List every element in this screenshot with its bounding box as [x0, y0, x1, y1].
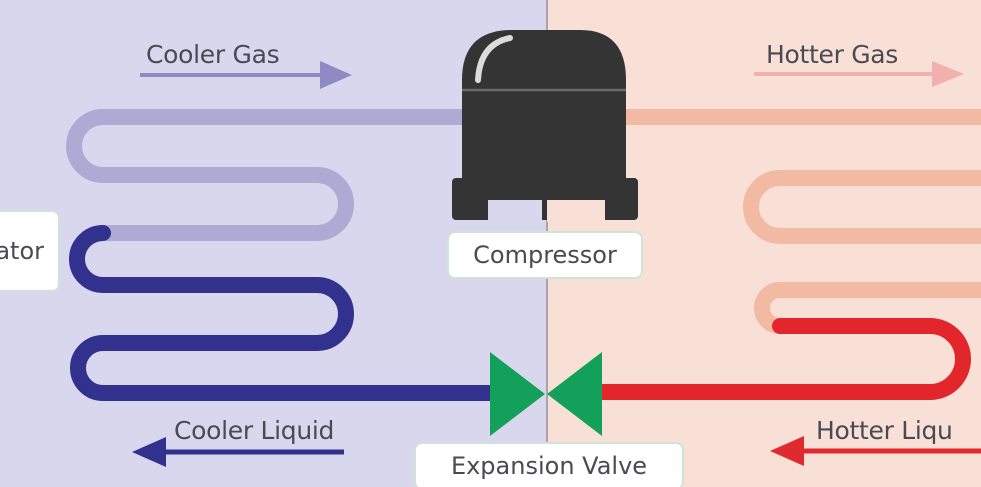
hotter-liquid-label: Hotter Liqu	[816, 416, 953, 445]
expansion-valve-label: Expansion Valve	[414, 442, 684, 487]
compressor-label: Compressor	[447, 231, 643, 279]
cooler-gas-label: Cooler Gas	[146, 40, 280, 69]
cooler-liquid-arrow	[132, 437, 344, 467]
hotter-gas-label: Hotter Gas	[766, 40, 899, 69]
cooler-gas-coil	[66, 109, 478, 241]
hotter-liquid-coil	[592, 318, 971, 400]
evaporator-label: ator	[0, 210, 60, 292]
expansion-valve-icon	[490, 352, 602, 436]
hotter-liquid-arrow	[770, 436, 981, 466]
compressor-icon	[452, 30, 638, 222]
cooler-liquid-label: Cooler Liquid	[174, 416, 335, 445]
cooler-gas-arrow	[140, 61, 352, 89]
hotter-gas-arrow	[754, 61, 964, 87]
cooler-liquid-coil	[69, 225, 500, 401]
